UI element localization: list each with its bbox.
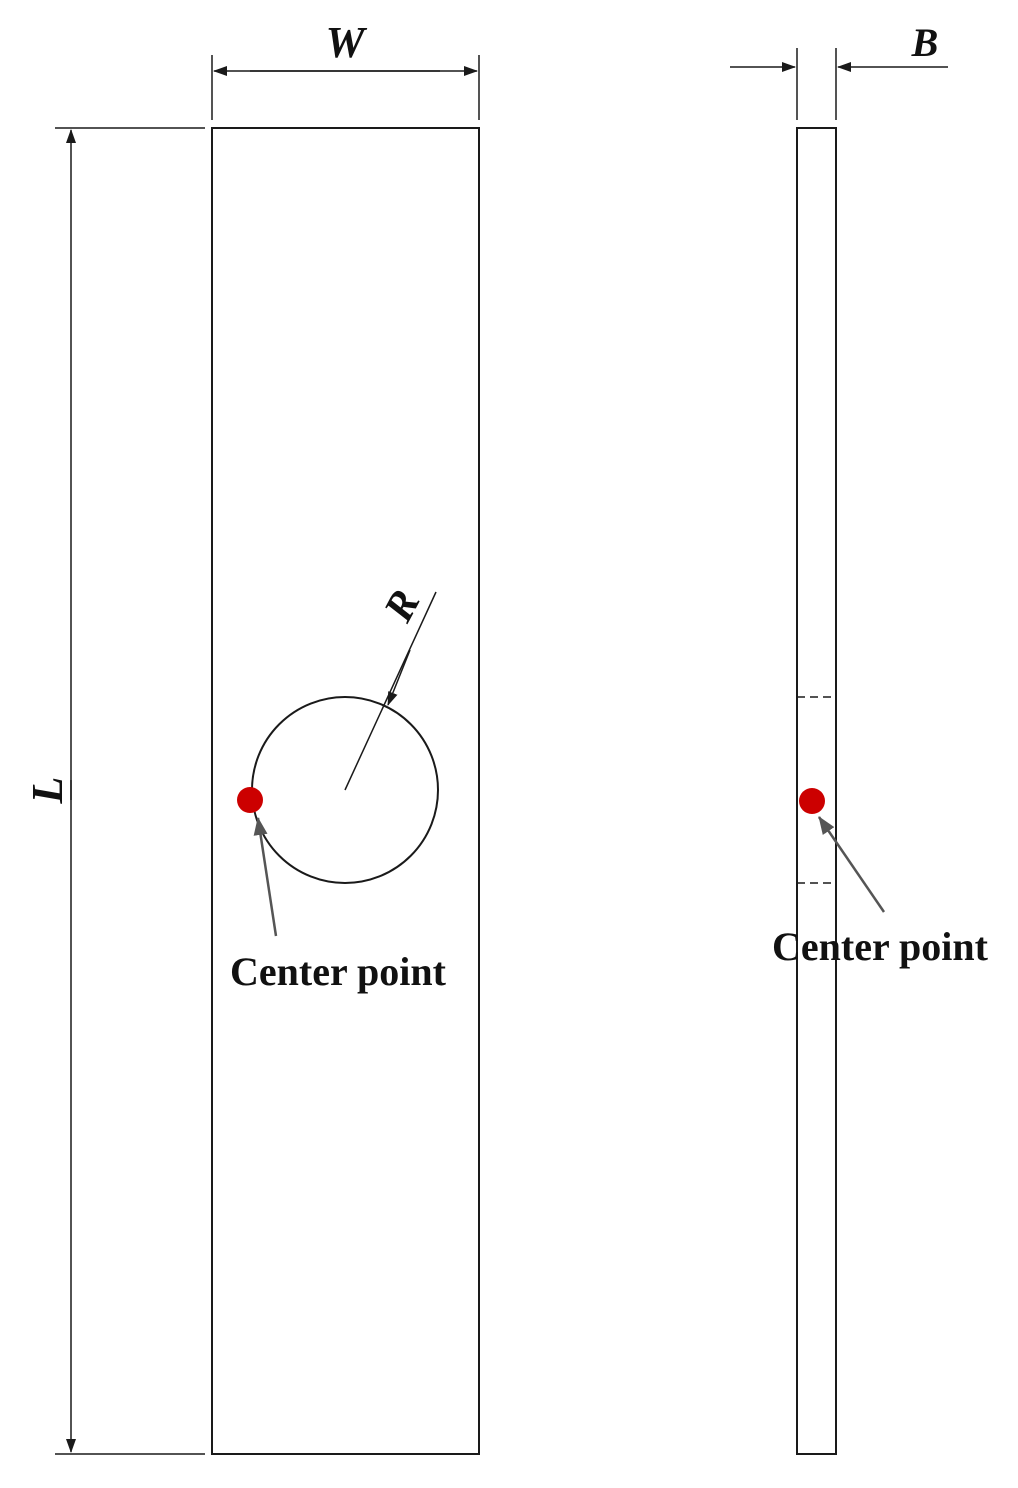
side-center-point-label: Center point [772,924,989,969]
side-view: B Center point [730,20,989,1455]
width-label: W [325,18,367,67]
front-view-outline [211,127,480,1455]
front-center-point-label: Center point [230,949,447,994]
thickness-dimension: B [730,20,948,120]
length-label: L [23,777,72,805]
front-center-point-marker [237,787,263,813]
side-center-point-pointer [817,816,886,913]
radius-arrow [387,649,411,706]
thickness-label: B [911,20,939,65]
radius-dimension: R [344,583,437,791]
side-center-point-marker [799,788,825,814]
radius-leader-line [344,591,437,791]
length-dimension: L [23,127,205,1455]
side-view-outline [796,127,837,1455]
front-center-point-pointer [253,817,278,937]
width-dimension: W [211,18,480,120]
front-view: W L R Center point [23,18,480,1455]
